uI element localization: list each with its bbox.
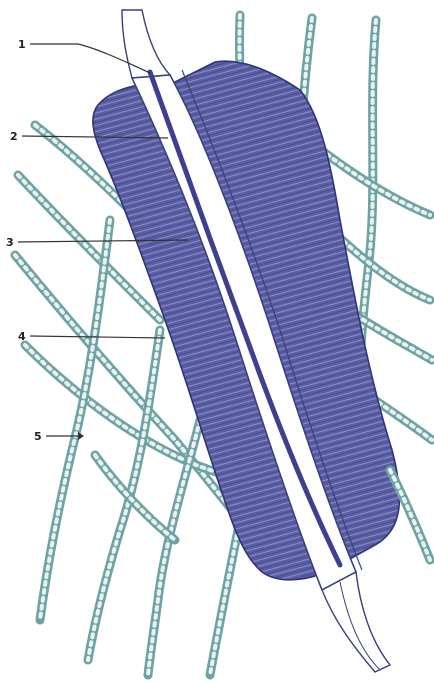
label-3-text: 3: [6, 236, 14, 249]
label-2-text: 2: [10, 130, 18, 143]
catheter-distal-tube: [322, 572, 390, 672]
label-5-arrowhead: [78, 432, 84, 440]
label-4-text: 4: [18, 330, 26, 343]
label-1-text: 1: [18, 38, 26, 51]
fiber-strand-highlight: [210, 520, 240, 675]
catheter-proximal-tube: [122, 10, 170, 78]
label-5-text: 5: [34, 430, 42, 443]
